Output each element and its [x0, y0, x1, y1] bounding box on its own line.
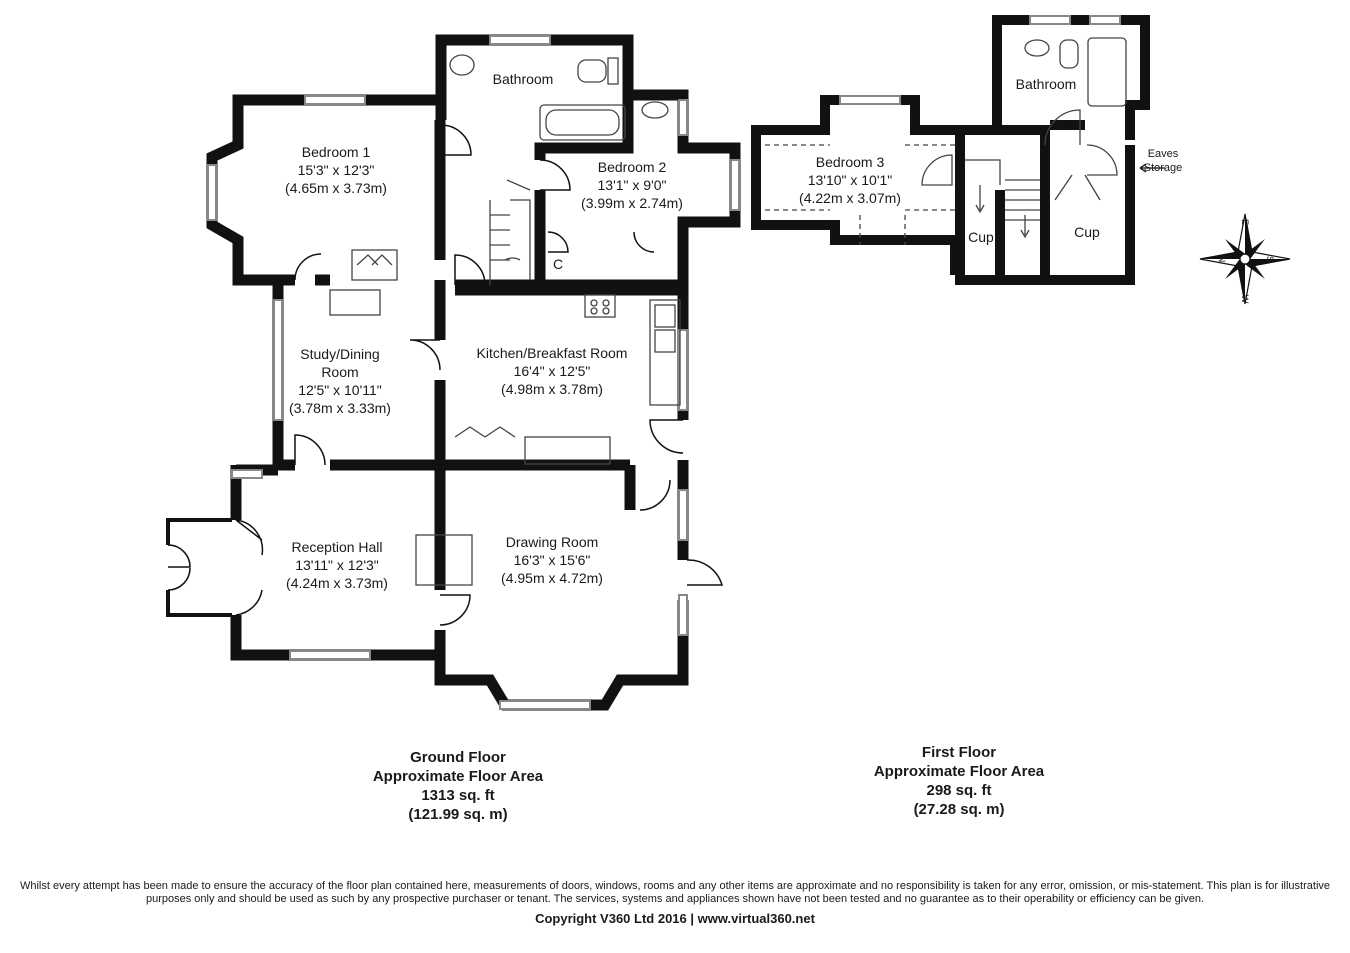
- bathroom-first-name: Bathroom: [1016, 76, 1077, 92]
- bedroom1-metric: (4.65m x 3.73m): [285, 180, 387, 196]
- bedroom1-imperial: 15'3" x 12'3": [298, 162, 375, 178]
- compass-rose: [1199, 213, 1291, 305]
- drawing-name: Drawing Room: [506, 534, 599, 550]
- bathroom-ground-side: [628, 89, 741, 285]
- bedroom3-metric: (4.22m x 3.07m): [799, 190, 901, 206]
- study-name-line1: Study/Dining: [300, 346, 379, 362]
- disclaimer-text: Whilst every attempt has been made to en…: [19, 880, 1331, 905]
- cupboard-c-label: C: [553, 256, 563, 272]
- first-floor-windows: [839, 15, 1121, 105]
- ground-floor-subtitle: Approximate Floor Area: [372, 768, 544, 785]
- drawing-imperial: 16'3" x 15'6": [514, 552, 591, 568]
- compass-w: W: [1240, 295, 1250, 304]
- bedroom2-name: Bedroom 2: [598, 159, 667, 175]
- cup-left-label: Cup: [968, 229, 994, 245]
- bedroom3-imperial: 13'10" x 10'1": [808, 172, 893, 188]
- first-floor-walls: [751, 15, 1150, 285]
- first-floor-sqm: (27.28 sq. m): [913, 801, 1005, 818]
- bedroom2-imperial: 13'1" x 9'0": [598, 177, 667, 193]
- drawing-metric: (4.95m x 4.72m): [501, 570, 603, 586]
- reception-metric: (4.24m x 3.73m): [286, 575, 388, 591]
- bedroom3-name: Bedroom 3: [816, 154, 885, 170]
- porch: [166, 518, 232, 617]
- reception-name: Reception Hall: [291, 539, 382, 555]
- first-fixtures: [765, 37, 1165, 245]
- bathroom-first-walls: [992, 15, 1150, 140]
- door-swings: [235, 124, 724, 626]
- study-metric: (3.78m x 3.33m): [289, 400, 391, 416]
- eaves-label-line1: Eaves: [1148, 148, 1179, 160]
- ground-floor-summary: Ground Floor Approximate Floor Area 1313…: [328, 748, 588, 824]
- bathroom-ground-name: Bathroom: [493, 71, 554, 87]
- study-name-line2: Room: [321, 364, 358, 380]
- kitchen-metric: (4.98m x 3.78m): [501, 381, 603, 397]
- kitchen-name: Kitchen/Breakfast Room: [477, 345, 628, 361]
- first-floor-summary: First Floor Approximate Floor Area 298 s…: [829, 743, 1089, 819]
- cup-right-label: Cup: [1074, 224, 1100, 240]
- copyright-text: Copyright V360 Ltd 2016 | www.virtual360…: [535, 911, 815, 926]
- ground-floor-sqft: 1313 sq. ft: [421, 787, 495, 804]
- bedroom2-metric: (3.99m x 2.74m): [581, 195, 683, 211]
- ground-floor-title: Ground Floor: [410, 749, 506, 766]
- first-cup-right: [1040, 145, 1135, 285]
- bathroom-ground-walls: [435, 34, 634, 160]
- reception-imperial: 13'11" x 12'3": [295, 557, 379, 573]
- study-imperial: 12'5" x 10'11": [298, 382, 382, 398]
- drawing-walls: [434, 600, 689, 711]
- ground-floor-walls: [206, 34, 741, 711]
- eaves-label-line2: Storage: [1144, 162, 1183, 174]
- room-labels: Bedroom 1 15'3" x 12'3" (4.65m x 3.73m) …: [285, 71, 1275, 591]
- kitchen-imperial: 16'4" x 12'5": [514, 363, 591, 379]
- bedroom3-walls: [751, 95, 965, 275]
- bedroom1-walls: [206, 94, 447, 286]
- bedroom1-inner-wall: [315, 120, 446, 286]
- first-floor-subtitle: Approximate Floor Area: [873, 763, 1045, 780]
- bedroom1-name: Bedroom 1: [302, 144, 371, 160]
- ground-floor-sqm: (121.99 sq. m): [408, 806, 508, 823]
- ground-fixtures: [329, 54, 681, 586]
- first-floor-title: First Floor: [921, 744, 997, 761]
- compass-s: S: [1265, 256, 1275, 262]
- compass-n: N: [1217, 256, 1227, 263]
- ground-floor-windows: [207, 35, 740, 710]
- first-floor-sqft: 298 sq. ft: [926, 782, 992, 799]
- compass-e: E: [1240, 219, 1250, 225]
